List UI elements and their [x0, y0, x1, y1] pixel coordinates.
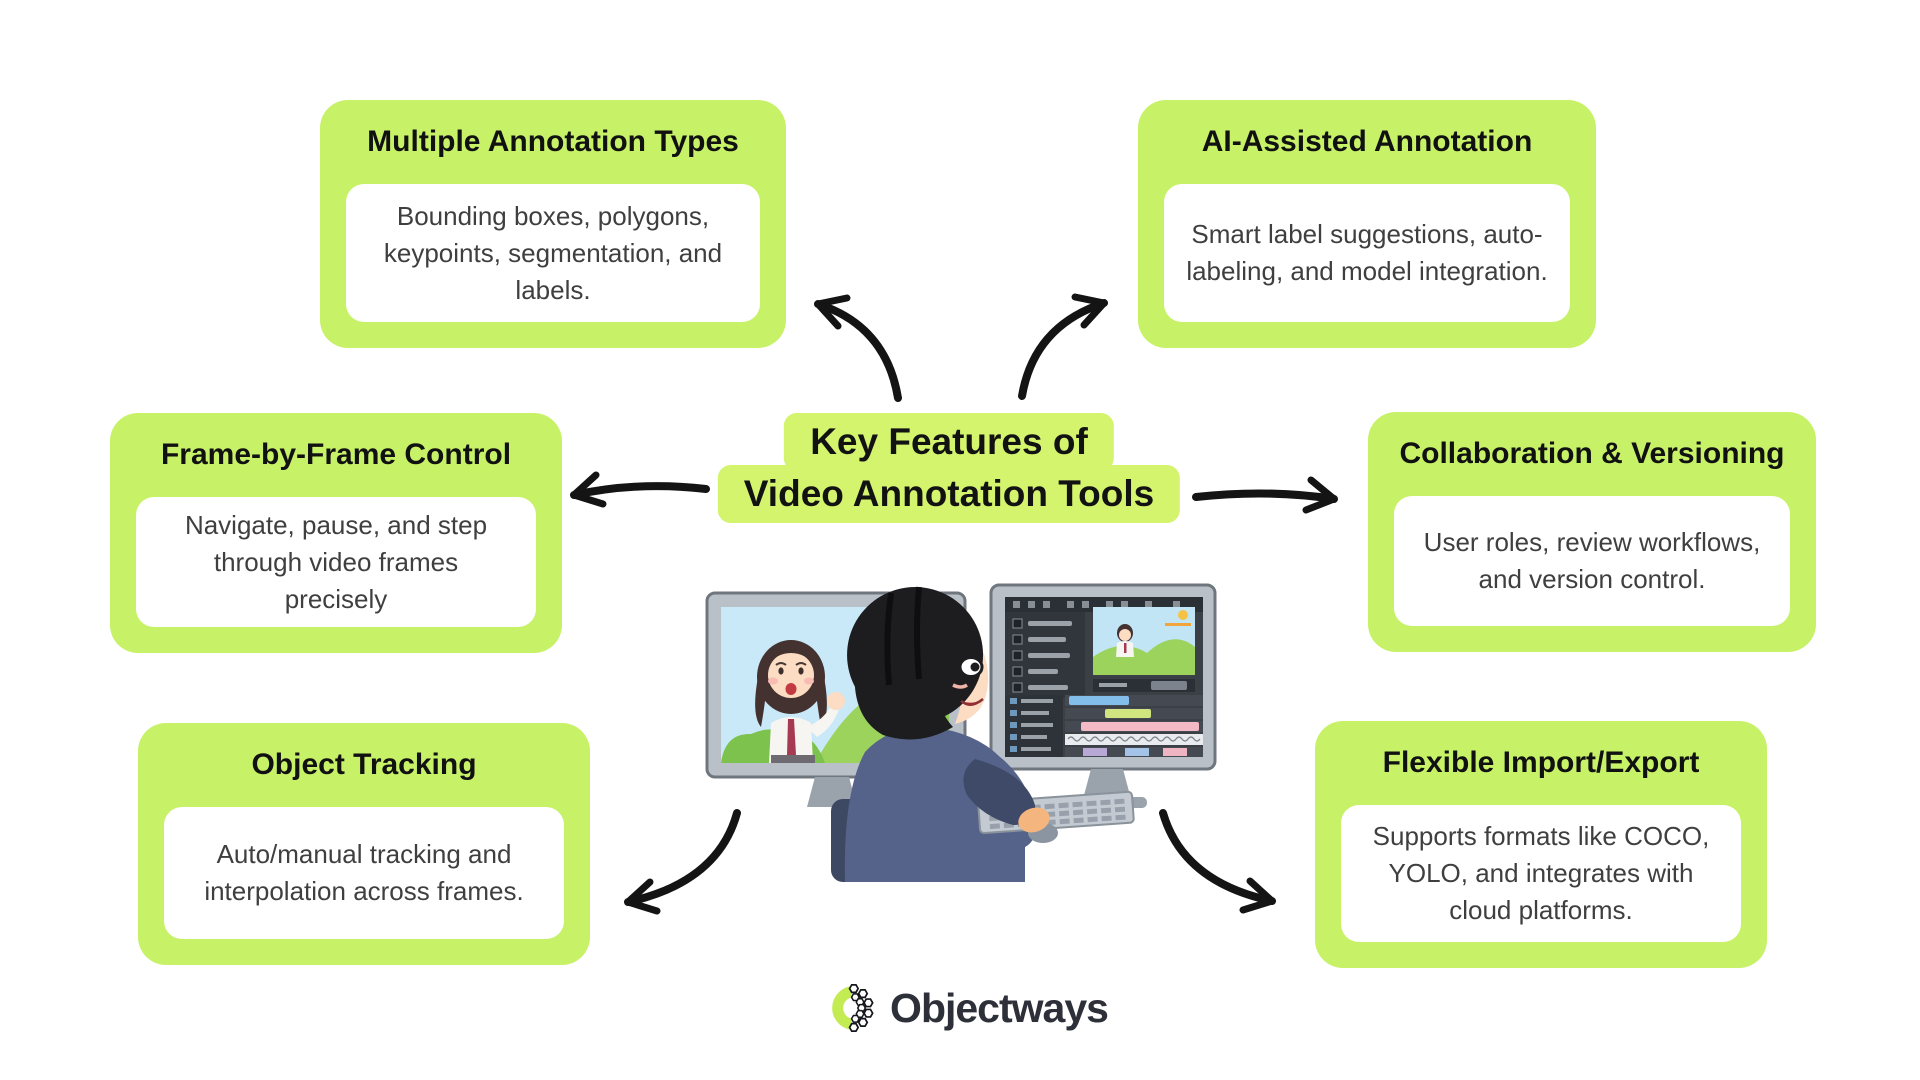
arrowhead-multiple-annotation-types: [814, 294, 851, 330]
feature-description: Auto/manual tracking and interpolation a…: [204, 839, 524, 906]
feature-description: Smart label suggestions, auto-labeling, …: [1186, 219, 1548, 286]
arm-sleeve: [963, 759, 1036, 825]
feature-title: Multiple Annotation Types: [367, 125, 739, 158]
diagram-title: Key Features of Video Annotation Tools: [717, 413, 1181, 523]
workstation-illustration: [705, 583, 1217, 882]
feature-body-panel: Bounding boxes, polygons, keypoints, seg…: [346, 184, 760, 322]
arrowhead-flexible-import-export: [1239, 877, 1276, 914]
arrow-to-multiple-annotation-types: [814, 300, 902, 402]
feature-title: Collaboration & Versioning: [1399, 437, 1785, 470]
feature-description: Supports formats like COCO, YOLO, and in…: [1372, 821, 1710, 925]
feature-body-panel: Smart label suggestions, auto-labeling, …: [1164, 184, 1570, 322]
diagram-title-line-1: Key Features of: [784, 413, 1114, 471]
objectways-logo-icon: [832, 983, 874, 1033]
arrowhead-frame-by-frame-control: [570, 471, 607, 508]
hand: [1018, 807, 1050, 833]
blush: [952, 683, 968, 689]
arrow-to-collaboration-versioning: [1192, 489, 1338, 503]
feature-title: AI-Assisted Annotation: [1201, 125, 1533, 158]
feature-title: Frame-by-Frame Control: [160, 438, 512, 471]
feature-card-collaboration-versioning: Collaboration & Versioning User roles, r…: [1368, 412, 1816, 652]
feature-card-ai-assisted-annotation: AI-Assisted Annotation Smart label sugge…: [1138, 100, 1596, 348]
arrow-to-frame-by-frame-control: [570, 482, 710, 499]
feature-card-multiple-annotation-types: Multiple Annotation Types Bounding boxes…: [320, 100, 786, 348]
right-monitor: [989, 583, 1217, 771]
brand-name: Objectways: [890, 984, 1109, 1031]
eyebrow: [957, 639, 981, 648]
diagram-title-line-2: Video Annotation Tools: [717, 465, 1181, 523]
arrowhead-object-tracking: [624, 878, 661, 915]
feature-description: Navigate, pause, and step through video …: [184, 509, 488, 614]
arrow-to-ai-assisted-annotation: [1018, 299, 1108, 400]
feature-description: User roles, review workflows, and versio…: [1423, 527, 1761, 594]
presenter-on-screen: [755, 640, 845, 763]
timeline-panel: [1005, 695, 1203, 757]
feature-body-panel: User roles, review workflows, and versio…: [1394, 496, 1790, 626]
feature-body-panel: Navigate, pause, and step through video …: [136, 497, 536, 627]
feature-body-panel: Supports formats like COCO, YOLO, and in…: [1341, 805, 1741, 942]
annotation-checklist: [1012, 618, 1072, 693]
feature-card-flexible-import-export: Flexible Import/Export Supports formats …: [1315, 721, 1767, 968]
feature-card-frame-by-frame-control: Frame-by-Frame Control Navigate, pause, …: [110, 413, 562, 653]
arrowhead-ai-assisted-annotation: [1071, 293, 1108, 329]
video-preview: [1093, 607, 1195, 675]
feature-title: Object Tracking: [251, 748, 477, 781]
annotator-person: [844, 586, 1135, 882]
feature-card-object-tracking: Object Tracking Auto/manual tracking and…: [138, 723, 590, 965]
brand-footer: Objectways: [822, 978, 1109, 1038]
feature-description: Bounding boxes, polygons, keypoints, seg…: [383, 200, 723, 305]
feature-body-panel: Auto/manual tracking and interpolation a…: [164, 807, 564, 939]
feature-title: Flexible Import/Export: [1382, 746, 1700, 779]
arrowhead-collaboration-versioning: [1302, 476, 1338, 514]
